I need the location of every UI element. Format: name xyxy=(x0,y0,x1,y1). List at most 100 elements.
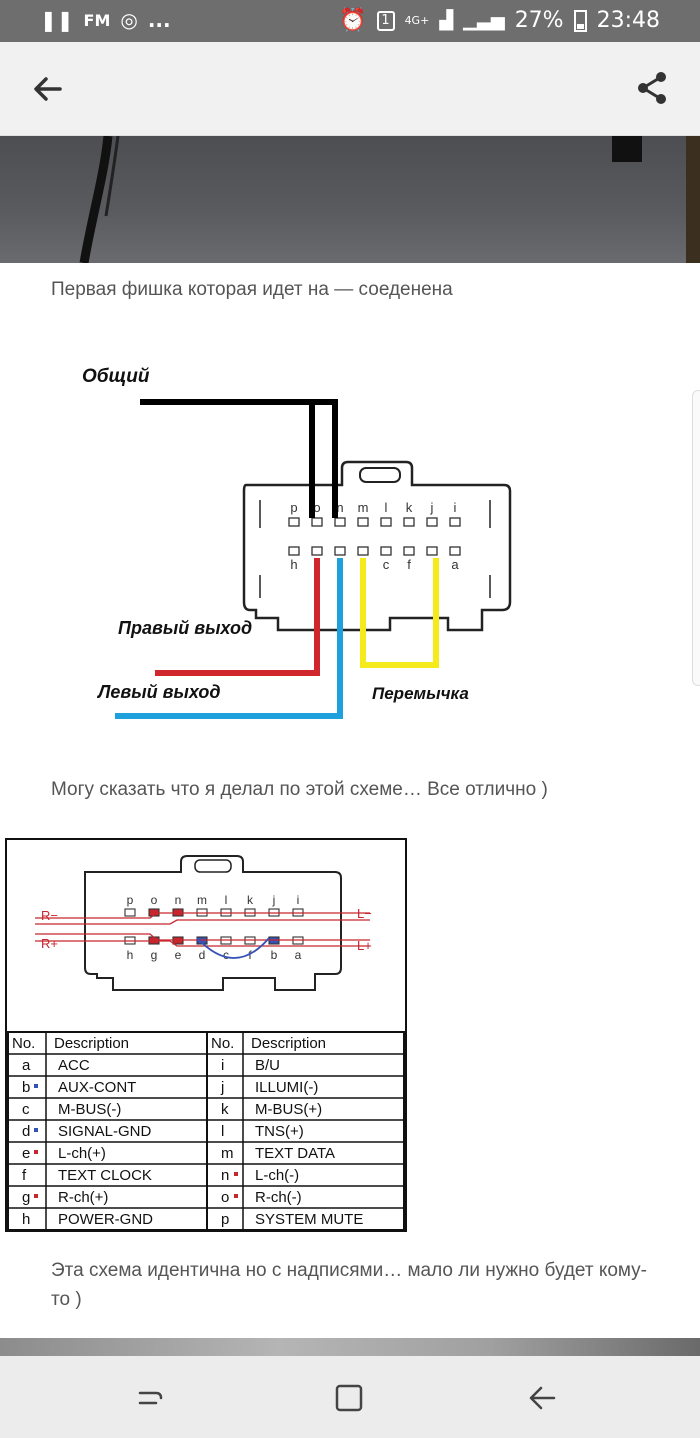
table-cell-pin: g xyxy=(22,1189,30,1206)
pin-label-top: j xyxy=(430,500,434,515)
pin-slot xyxy=(426,546,438,556)
post-photo[interactable] xyxy=(0,136,700,263)
photo-cables xyxy=(79,136,700,263)
table-cell-pin: h xyxy=(22,1211,30,1228)
table-cell-description: R-ch(+) xyxy=(58,1189,108,1206)
sim-badge: 1 xyxy=(376,10,395,31)
pin-label-top: k xyxy=(406,500,413,515)
pin-label-bottom: h xyxy=(127,948,134,962)
pin-slot xyxy=(380,517,392,527)
wire-right xyxy=(155,558,320,676)
share-button[interactable] xyxy=(630,68,674,112)
pin-slot xyxy=(403,546,415,556)
alarm-icon: ⏰ xyxy=(339,8,367,33)
pin-label-top: l xyxy=(385,500,388,515)
scroll-handle[interactable] xyxy=(692,390,700,686)
status-bar-left: ❚❚ FM ◎ ... xyxy=(40,8,171,32)
table-cell-description: M-BUS(+) xyxy=(255,1101,322,1118)
pin-slot xyxy=(334,546,346,556)
table-cell-description: ACC xyxy=(58,1057,90,1074)
label-l-minus: L− xyxy=(357,906,372,921)
table-cell-pin: n xyxy=(221,1167,229,1184)
pin-slot xyxy=(426,517,438,527)
status-bar-right: ⏰ 1 4G+ ▟ ▁▃▅ 27% 23:48 xyxy=(339,8,660,33)
pin-label-top: m xyxy=(358,500,369,515)
pin-label-top: p xyxy=(127,893,134,907)
status-bar: ❚❚ FM ◎ ... ⏰ 1 4G+ ▟ ▁▃▅ 27% 23:48 xyxy=(0,0,700,42)
pin-label-top: i xyxy=(454,500,457,515)
caption-third: Эта схема идентична но с надписями… мало… xyxy=(51,1260,648,1310)
pin-slot xyxy=(403,517,415,527)
battery-percent: 27% xyxy=(514,8,564,33)
back-icon xyxy=(529,1386,556,1410)
pin-label-bottom: f xyxy=(407,557,411,572)
table-cell-pin: a xyxy=(22,1057,31,1074)
pin-slot xyxy=(357,546,369,556)
pin-label-top: j xyxy=(272,893,276,907)
share-icon xyxy=(638,72,666,104)
pin-label-top: o xyxy=(151,893,158,907)
pin-slot xyxy=(357,517,369,527)
table-cell-description: TEXT CLOCK xyxy=(58,1167,152,1184)
table-cell-description: M-BUS(-) xyxy=(58,1101,121,1118)
nav-bar xyxy=(0,1356,700,1438)
table-cell-description: L-ch(-) xyxy=(255,1167,299,1184)
table-cell-pin: e xyxy=(22,1145,30,1162)
table-header: No. xyxy=(211,1035,234,1052)
wire-left xyxy=(115,558,343,719)
table-cell-description: POWER-GND xyxy=(58,1211,153,1228)
pin-label-bottom: c xyxy=(383,557,390,572)
pin-label-top: p xyxy=(290,500,297,515)
pin-label-bottom: a xyxy=(451,557,459,572)
recent-apps-button[interactable] xyxy=(132,1380,168,1416)
label-jumper: Перемычка xyxy=(372,684,469,703)
table-cell-description: SIGNAL-GND xyxy=(58,1123,152,1140)
pin-label-bottom: a xyxy=(295,948,302,962)
pin-label-bottom: g xyxy=(151,948,158,962)
pin-label-bottom: h xyxy=(290,557,297,572)
signal-bars-icon: ▁▃▅ xyxy=(463,10,505,31)
pin-label-top: m xyxy=(197,893,207,907)
table-cell-pin: i xyxy=(221,1057,224,1074)
label-right-output: Правый выход xyxy=(118,618,252,638)
label-left-output: Левый выход xyxy=(96,682,221,702)
table-cell-description: SYSTEM MUTE xyxy=(255,1211,363,1228)
pause-icon: ❚❚ xyxy=(40,8,74,32)
pin-slot xyxy=(288,546,300,556)
table-cell-pin: o xyxy=(221,1189,229,1206)
table-cell-description: B/U xyxy=(255,1057,280,1074)
pin-slot xyxy=(311,517,323,527)
signal-icon: ▟ xyxy=(439,10,454,31)
pin-label-top: n xyxy=(175,893,182,907)
pin-label-bottom: e xyxy=(175,948,182,962)
table-cell-pin: k xyxy=(221,1101,229,1118)
network-label: 4G+ xyxy=(404,13,430,27)
pin-slot xyxy=(124,908,136,917)
table-cell-description: L-ch(+) xyxy=(58,1145,106,1162)
caption-second: Могу сказать что я делал по этой схеме… … xyxy=(51,779,548,800)
home-icon xyxy=(335,1384,363,1412)
pin-slot xyxy=(449,546,461,556)
home-button[interactable] xyxy=(331,1380,367,1416)
table-cell-pin: p xyxy=(221,1211,229,1228)
pin-label-bottom: c xyxy=(223,948,229,962)
back-button[interactable] xyxy=(26,68,70,112)
pin-slot xyxy=(311,546,323,556)
table-cell-description: TNS(+) xyxy=(255,1123,304,1140)
next-photo-preview[interactable] xyxy=(0,1338,700,1356)
pin-label-top: l xyxy=(225,893,228,907)
table-cell-pin: f xyxy=(22,1167,27,1184)
nav-back-button[interactable] xyxy=(524,1380,560,1416)
pin-label-bottom: f xyxy=(248,948,252,962)
caption-first: Первая фишка которая идет на — соеденена xyxy=(51,279,453,300)
table-cell-pin: b xyxy=(22,1079,30,1096)
table-cell-description: AUX-CONT xyxy=(58,1079,136,1096)
arrow-left-icon xyxy=(34,77,62,101)
pin-label-top: k xyxy=(247,893,254,907)
table-header: No. xyxy=(12,1035,35,1052)
table-cell-description: R-ch(-) xyxy=(255,1189,302,1206)
